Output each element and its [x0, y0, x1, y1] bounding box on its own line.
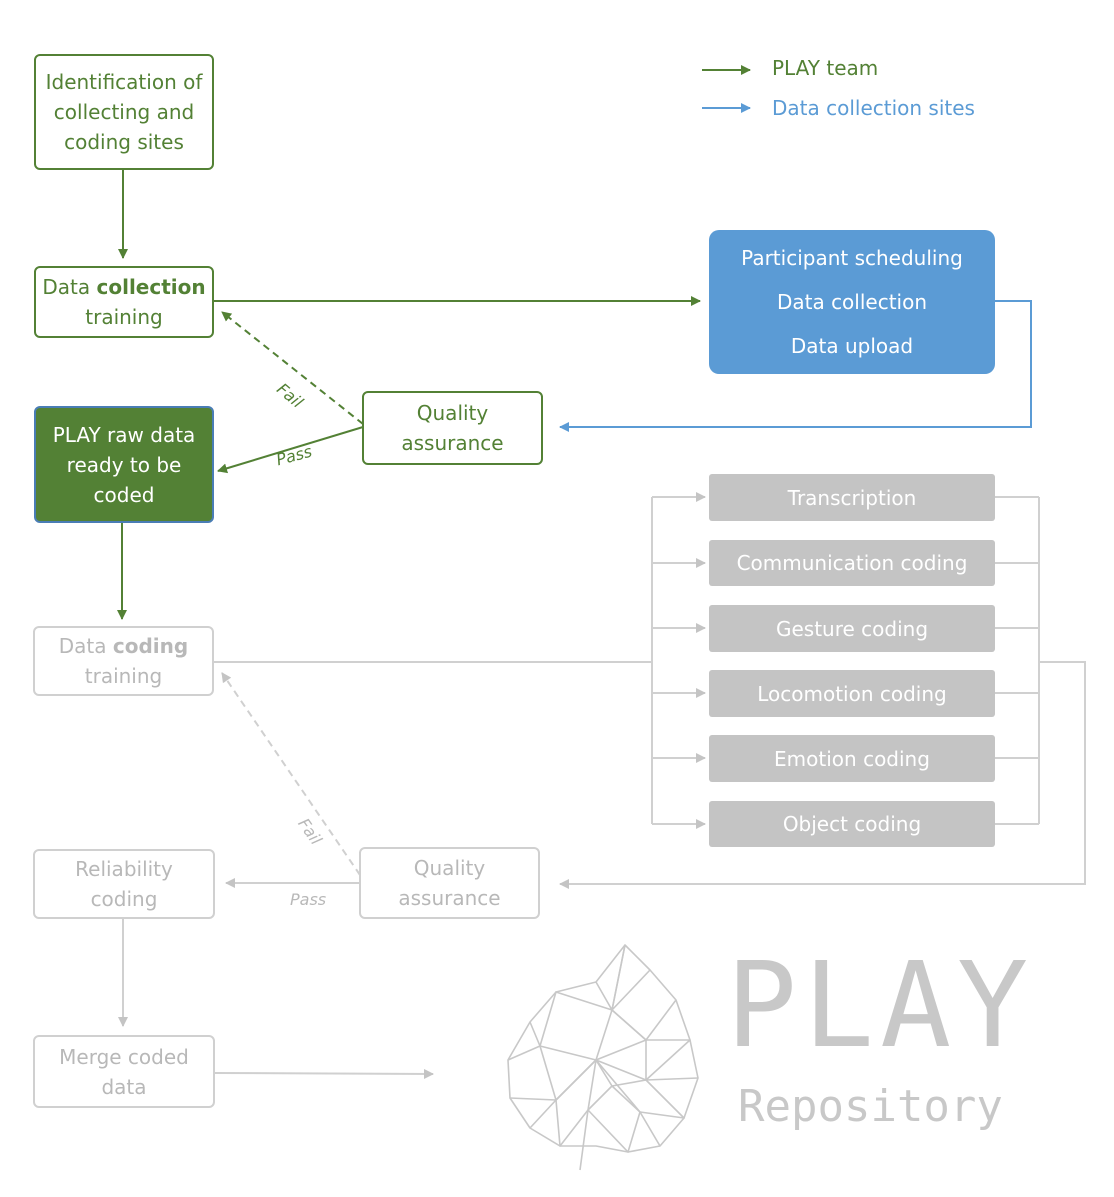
- node-collection-training-bold: collection: [96, 275, 206, 299]
- edge-qa2-fail: [221, 672, 361, 876]
- edge-label-pass-2: Pass: [290, 890, 327, 909]
- node-raw-data-line2: ready to be: [66, 452, 182, 477]
- edge-merge-to-repository: [214, 1068, 434, 1079]
- node-qa2-line1: Quality: [413, 856, 486, 880]
- edge-qa1-fail: [221, 311, 364, 425]
- logo-title: PLAY: [726, 936, 1035, 1074]
- node-gesture-coding: Gesture coding: [709, 605, 995, 652]
- node-data-collection-training: Data collection training: [34, 266, 214, 338]
- node-emotion-coding: Emotion coding: [709, 735, 995, 782]
- edge-qa1-pass: [217, 426, 364, 474]
- node-raw-data-line3: coded: [93, 482, 155, 507]
- node-quality-assurance-1: Quality assurance: [362, 391, 543, 465]
- node-collection-training-line1: Data collection: [42, 272, 205, 302]
- node-object-coding: Object coding: [709, 801, 995, 847]
- node-coding-training-line1: Data coding: [59, 631, 188, 661]
- node-qa1-line1: Quality: [416, 401, 489, 425]
- node-coding-training-bold: coding: [112, 634, 189, 658]
- node-identification: Identification of collecting and coding …: [34, 54, 214, 170]
- legend-play-team: PLAY team: [772, 56, 879, 80]
- legend-data-collection-sites: Data collection sites: [772, 96, 975, 120]
- node-communication-coding: Communication coding: [709, 540, 995, 586]
- node-reliability-line2: coding: [90, 887, 158, 911]
- node-site-tasks-line3: Data upload: [790, 334, 914, 358]
- node-collection-training-pre: Data: [42, 275, 97, 299]
- edge-sites-to-qa1: [559, 300, 1032, 432]
- logo-subtitle: Repository: [738, 1081, 1003, 1132]
- node-qa2-line2: assurance: [398, 886, 501, 910]
- node-raw-data-ready: PLAY raw data ready to be coded: [34, 406, 214, 523]
- node-quality-assurance-2: Quality assurance: [359, 847, 540, 919]
- edge-coding-to-qa2: [559, 661, 1086, 889]
- leaf-logo-icon: [507, 944, 699, 1171]
- node-coding-training-line2: training: [84, 664, 163, 688]
- node-reliability-line1: Reliability: [75, 857, 173, 881]
- node-collection-training-line2: training: [85, 305, 163, 329]
- node-raw-data-line1: PLAY raw data: [52, 422, 196, 447]
- node-site-tasks-line1: Participant scheduling: [741, 246, 963, 270]
- node-identification-line1: Identification of: [45, 70, 203, 94]
- node-merge-line1: Merge coded: [59, 1044, 189, 1069]
- node-data-coding-training: Data coding training: [33, 626, 214, 696]
- node-identification-line3: coding sites: [64, 130, 184, 154]
- node-identification-line2: collecting and: [53, 100, 195, 124]
- node-locomotion-coding: Locomotion coding: [709, 670, 995, 717]
- node-coding-training-pre: Data: [58, 634, 113, 658]
- node-merge-line2: data: [101, 1074, 147, 1099]
- node-site-tasks: Participant scheduling Data collection D…: [709, 230, 995, 374]
- node-reliability-coding: Reliability coding: [33, 849, 215, 919]
- node-transcription: Transcription: [709, 474, 995, 521]
- node-site-tasks-line2: Data collection: [776, 290, 928, 314]
- node-qa1-line2: assurance: [401, 431, 504, 455]
- node-merge-coded-data: Merge coded data: [33, 1035, 215, 1108]
